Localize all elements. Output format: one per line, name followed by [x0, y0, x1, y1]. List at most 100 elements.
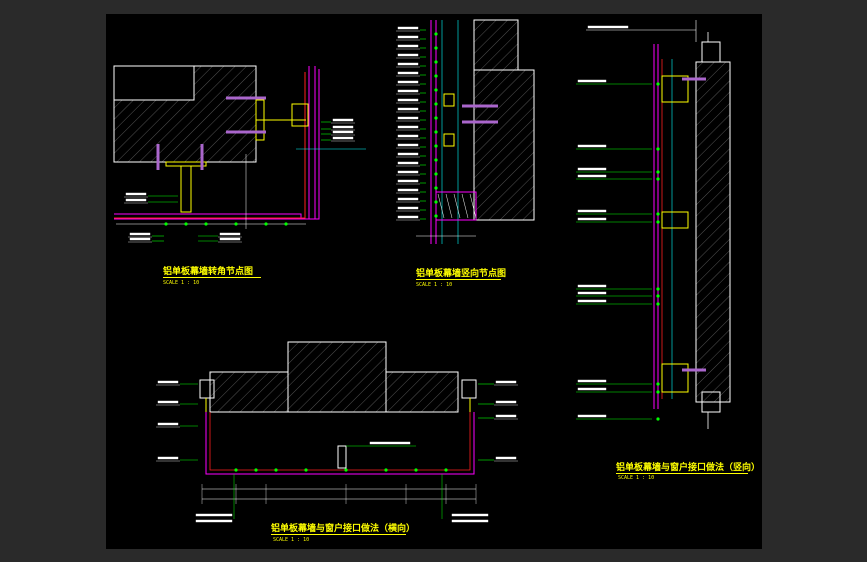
panel-joint-dot — [434, 214, 438, 218]
upper-wall-section — [473, 19, 519, 71]
bottom-joint-dot — [304, 468, 308, 472]
label-text-mark — [157, 422, 179, 426]
label-text-mark — [397, 125, 419, 129]
steel-mullion — [291, 103, 309, 127]
label-text-mark — [397, 143, 419, 147]
label-text-mark — [577, 217, 607, 221]
upper-slab-outline — [113, 65, 195, 101]
panel-joint-dot — [434, 32, 438, 36]
left-window-profile — [199, 379, 215, 399]
label-text-mark — [495, 380, 517, 384]
panel-joint-dot — [434, 116, 438, 120]
label-text-mark — [577, 291, 607, 295]
dim-tick — [184, 222, 188, 226]
label-text-mark — [577, 379, 607, 383]
right-leader-dot — [656, 390, 660, 394]
bottom-joint-dot — [254, 468, 258, 472]
panel-corner — [301, 69, 320, 220]
label-text-mark — [219, 237, 241, 241]
dim-tick — [284, 222, 288, 226]
scale-window-vertical: SCALE 1 : 10 — [618, 475, 655, 481]
right-wall-block — [385, 371, 459, 413]
panel-joint-dot — [434, 60, 438, 64]
label-text-mark — [495, 456, 517, 460]
panel-joint-dot — [434, 158, 438, 162]
label-text-mark — [195, 519, 233, 523]
insulation-hatch — [469, 193, 477, 219]
label-text-mark — [397, 152, 419, 156]
title-window-vertical: 铝单板幕墙与窗户接口做法（竖向） — [616, 463, 761, 473]
label-text-mark — [397, 107, 419, 111]
label-text-mark — [495, 414, 517, 418]
label-text-mark — [397, 98, 419, 102]
label-text-mark — [397, 197, 419, 201]
drawing-canvas[interactable]: 铝单板幕墙转角节点图 SCALE 1 : 10 铝单板幕墙竖向节点图 SCALE… — [106, 14, 762, 549]
panel-inner-red — [114, 72, 306, 219]
label-text-mark — [577, 167, 607, 171]
label-text-mark — [397, 35, 419, 39]
cad-drawing — [113, 19, 731, 523]
panel-joint-dot — [434, 200, 438, 204]
label-text-mark — [577, 79, 607, 83]
right-bracket-top — [661, 75, 689, 103]
window-head-frame — [435, 191, 477, 221]
dim-tick — [234, 222, 238, 226]
label-text-mark — [577, 387, 607, 391]
right-leader-dot — [656, 294, 660, 298]
right-leader-dot — [656, 382, 660, 386]
panel-joint-dot — [434, 172, 438, 176]
dim-tick — [204, 222, 208, 226]
right-leader-dot — [656, 302, 660, 306]
insulation-hatch — [445, 193, 453, 219]
label-text-mark — [397, 71, 419, 75]
label-text-mark — [157, 456, 179, 460]
center-bracket — [337, 445, 347, 469]
label-text-mark — [397, 134, 419, 138]
label-text-mark — [397, 188, 419, 192]
right-leader-dot — [656, 177, 660, 181]
right-bracket-bottom — [661, 363, 689, 393]
label-text-mark — [397, 170, 419, 174]
label-text-mark — [397, 44, 419, 48]
right-window-profile — [461, 379, 477, 399]
window-sill-profile-bottom — [701, 391, 721, 413]
center-wall-column — [287, 341, 387, 413]
label-text-mark — [451, 519, 489, 523]
label-text-mark — [451, 513, 489, 517]
main-wall-section — [473, 69, 535, 221]
panel-bottom — [114, 213, 302, 220]
label-text-mark — [332, 130, 354, 134]
title-corner-node: 铝单板幕墙转角节点图 — [163, 267, 254, 277]
insulation-hatch — [453, 193, 461, 219]
bottom-joint-dot — [384, 468, 388, 472]
label-text-mark — [397, 26, 419, 30]
right-leader-dot — [656, 212, 660, 216]
steel-bracket-lower — [443, 133, 455, 147]
scale-vertical-node: SCALE 1 : 10 — [416, 282, 453, 288]
label-text-mark — [397, 80, 419, 84]
panel-joint-dot — [434, 186, 438, 190]
title-window-vertical-underline — [616, 473, 748, 474]
right-leader-dot — [656, 170, 660, 174]
panel-joint-dot — [434, 74, 438, 78]
title-vertical-node-underline — [416, 279, 501, 280]
panel-joint-dot — [434, 46, 438, 50]
right-leader-dot — [656, 287, 660, 291]
dim-tick — [264, 222, 268, 226]
right-leader-dot — [656, 82, 660, 86]
label-text-mark — [129, 237, 151, 241]
right-concrete-wall — [695, 61, 731, 403]
steel-plate-bottom — [165, 161, 207, 167]
label-text-mark — [332, 136, 354, 140]
bottom-joint-dot — [444, 468, 448, 472]
steel-mullion-bottom — [180, 165, 192, 213]
label-text-mark — [397, 179, 419, 183]
scale-window-horizontal: SCALE 1 : 10 — [273, 537, 310, 543]
label-text-mark — [577, 284, 607, 288]
panel-joint-dot — [434, 130, 438, 134]
bottom-joint-dot — [344, 468, 348, 472]
label-text-mark — [125, 198, 147, 202]
title-vertical-node: 铝单板幕墙竖向节点图 — [416, 269, 507, 279]
label-text-mark — [332, 125, 354, 129]
insulation-hatch — [437, 193, 445, 219]
